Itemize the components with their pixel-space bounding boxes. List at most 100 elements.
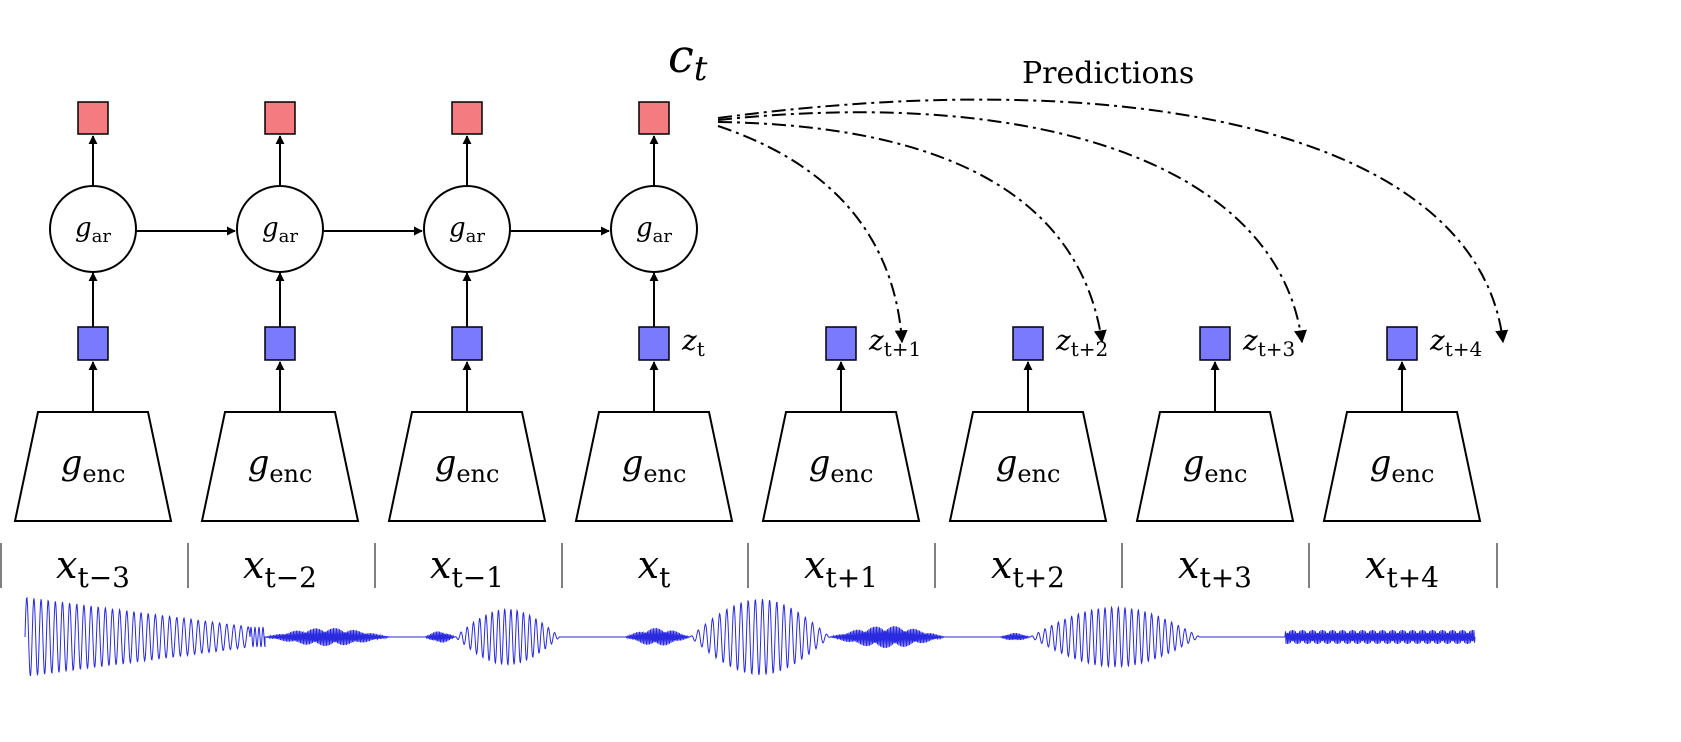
latent-6 — [1199, 326, 1231, 361]
encoder-label-3-base: g — [622, 443, 644, 483]
input-label-3-base: x — [638, 543, 659, 587]
ar-label-1: gar — [262, 213, 298, 247]
ar-label-1-sub: ar — [279, 226, 299, 247]
encoder-3 — [574, 411, 734, 522]
latent-label-7-sub: t+4 — [1445, 337, 1483, 361]
input-label-1: xt−2 — [243, 543, 317, 594]
prediction-arrow-t2 — [717, 121, 1107, 344]
ar-label-3: gar — [636, 213, 672, 247]
latent-label-6-base: z — [1242, 324, 1258, 357]
prediction-arrow-t4 — [717, 98, 1509, 344]
waveform-line — [24, 596, 1476, 677]
input-label-5: xt+2 — [991, 543, 1065, 594]
input-label-6: xt+3 — [1178, 543, 1252, 594]
input-label-7-base: x — [1365, 543, 1386, 587]
encoder-4 — [761, 411, 921, 522]
encoder-label-7: genc — [1370, 443, 1435, 488]
encoder-label-2: genc — [435, 443, 500, 488]
latent-2 — [451, 326, 483, 361]
encoder-label-5: genc — [996, 443, 1061, 488]
encoder-label-0-base: g — [61, 443, 83, 483]
latent-1 — [264, 326, 296, 361]
encoder-label-4-sub: enc — [830, 460, 873, 488]
encoder-label-3-sub: enc — [643, 460, 686, 488]
latent-label-5-base: z — [1055, 324, 1071, 357]
separators — [0, 543, 1498, 588]
encoder-5 — [948, 411, 1108, 522]
encoder-label-6: genc — [1183, 443, 1248, 488]
context-label: ct — [668, 29, 708, 89]
encoder-label-7-sub: enc — [1391, 460, 1434, 488]
encoder-label-2-base: g — [435, 443, 457, 483]
context-label-sub: t — [694, 49, 708, 89]
latent-5 — [1012, 326, 1044, 361]
input-label-7: xt+4 — [1365, 543, 1439, 594]
context-0 — [77, 101, 109, 135]
context-label-base: c — [668, 29, 694, 83]
input-label-5-base: x — [991, 543, 1012, 587]
encoder-label-6-base: g — [1183, 443, 1205, 483]
encoder-label-3: genc — [622, 443, 687, 488]
ar-label-2-sub: ar — [466, 226, 486, 247]
ar-label-2: gar — [449, 213, 485, 247]
input-label-4-sub: t+1 — [825, 561, 878, 594]
ar-label-1-base: g — [262, 213, 279, 243]
latent-label-6-sub: t+3 — [1258, 337, 1296, 361]
encoder-label-2-sub: enc — [456, 460, 499, 488]
latent-7 — [1386, 326, 1418, 361]
input-label-2-sub: t−1 — [451, 561, 504, 594]
latent-label-3-sub: t — [697, 337, 705, 361]
input-label-2: xt−1 — [430, 543, 504, 594]
context-2 — [451, 101, 483, 135]
input-label-3-sub: t — [659, 561, 671, 594]
input-label-0: xt−3 — [56, 543, 130, 594]
columns: gencgarxt−3gencgarxt−2gencgarxt−1gencztg… — [13, 101, 1482, 594]
encoder-label-5-sub: enc — [1017, 460, 1060, 488]
encoder-label-1-sub: enc — [269, 460, 312, 488]
input-label-4-base: x — [804, 543, 825, 587]
context-3 — [638, 101, 670, 135]
latent-label-6: zt+3 — [1242, 324, 1295, 361]
encoder-6 — [1135, 411, 1295, 522]
ar-label-0-base: g — [75, 213, 92, 243]
encoder-label-0: genc — [61, 443, 126, 488]
encoder-1 — [200, 411, 360, 522]
encoder-label-0-sub: enc — [82, 460, 125, 488]
ar-label-3-sub: ar — [653, 226, 673, 247]
encoder-0 — [13, 411, 173, 522]
encoder-label-7-base: g — [1370, 443, 1392, 483]
input-label-3: xt — [638, 543, 671, 594]
latent-label-4-sub: t+1 — [884, 337, 922, 361]
latent-label-4: zt+1 — [868, 324, 921, 361]
encoder-7 — [1322, 411, 1482, 522]
input-label-0-sub: t−3 — [77, 561, 130, 594]
latent-4 — [825, 326, 857, 361]
latent-label-5-sub: t+2 — [1071, 337, 1109, 361]
waveform — [24, 596, 1476, 677]
input-label-6-sub: t+3 — [1199, 561, 1252, 594]
ar-label-3-base: g — [636, 213, 653, 243]
encoder-label-1: genc — [248, 443, 313, 488]
input-label-1-base: x — [243, 543, 264, 587]
context-1 — [264, 101, 296, 135]
prediction-arrow-t3 — [717, 111, 1307, 344]
input-label-6-base: x — [1178, 543, 1199, 587]
encoder-2 — [387, 411, 547, 522]
input-label-0-base: x — [56, 543, 77, 587]
latent-label-7: zt+4 — [1429, 324, 1482, 361]
latent-3 — [638, 326, 670, 361]
encoder-label-4: genc — [809, 443, 874, 488]
prediction-arrow-t1 — [717, 125, 908, 344]
input-label-2-base: x — [430, 543, 451, 587]
ar-label-2-base: g — [449, 213, 466, 243]
input-label-4: xt+1 — [804, 543, 878, 594]
ar-label-0: gar — [75, 213, 111, 247]
encoder-label-6-sub: enc — [1204, 460, 1247, 488]
